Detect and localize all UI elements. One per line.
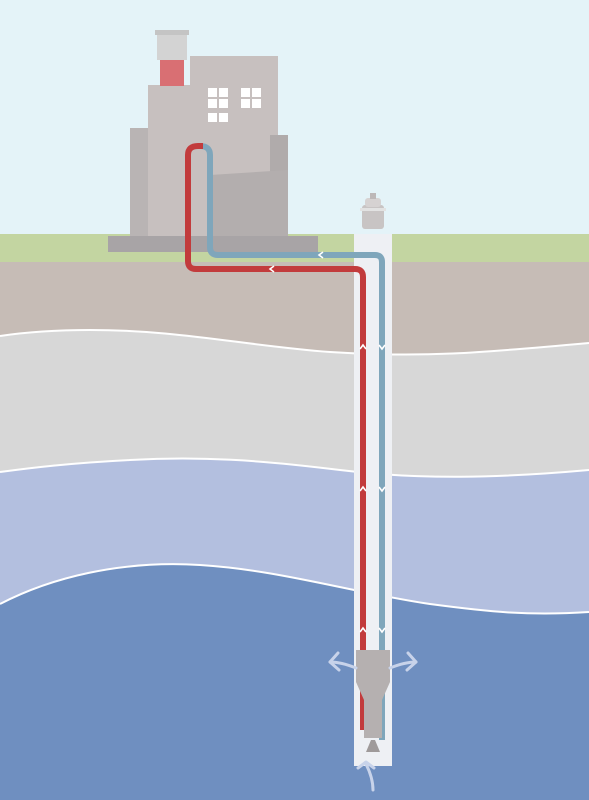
chimney-top bbox=[157, 32, 187, 60]
flow-arrow-up-icon bbox=[364, 762, 375, 792]
window bbox=[208, 99, 217, 108]
well-head-cap bbox=[365, 198, 381, 207]
clay-layer bbox=[0, 330, 589, 477]
building bbox=[108, 30, 318, 252]
chevron-left-icon bbox=[268, 265, 275, 273]
chimney-cap bbox=[155, 30, 189, 35]
building-shadow bbox=[210, 170, 288, 236]
aquifer-upper-layer bbox=[0, 458, 589, 614]
chevron-up-icon bbox=[359, 626, 367, 633]
window bbox=[241, 88, 250, 97]
flow-arrow-up-head-icon bbox=[356, 760, 376, 770]
window bbox=[208, 113, 217, 122]
chevron-down-icon bbox=[378, 344, 386, 351]
submersible-pump bbox=[356, 650, 390, 752]
well-head bbox=[360, 193, 386, 229]
groundwater-flow-arrows bbox=[328, 651, 418, 792]
pipe-flow-chevrons bbox=[268, 251, 386, 634]
chevron-down-icon bbox=[378, 486, 386, 493]
well-head-stem bbox=[370, 193, 376, 199]
window bbox=[252, 99, 261, 108]
return-pipe bbox=[199, 143, 385, 740]
window bbox=[241, 99, 250, 108]
boundary-line-1 bbox=[0, 328, 589, 356]
chevron-left-icon bbox=[317, 251, 324, 259]
pump-body bbox=[356, 650, 390, 738]
supply-pipe bbox=[185, 143, 366, 730]
flow-arrow-right-head-icon bbox=[405, 651, 418, 672]
boundary-line-3 bbox=[0, 563, 589, 615]
boundary-line-2 bbox=[0, 457, 589, 478]
window bbox=[219, 113, 228, 122]
window bbox=[219, 99, 228, 108]
chevron-up-icon bbox=[359, 485, 367, 492]
window bbox=[219, 88, 228, 97]
aquifer-lower-layer bbox=[0, 564, 589, 800]
chevron-down-icon bbox=[378, 627, 386, 634]
flow-arrow-left-head-icon bbox=[328, 651, 341, 672]
window bbox=[252, 88, 261, 97]
sky bbox=[0, 0, 589, 260]
pump-intake bbox=[366, 740, 380, 752]
chevron-up-icon bbox=[359, 343, 367, 350]
chimney-red bbox=[160, 60, 184, 86]
well-head-top-plate bbox=[360, 208, 386, 211]
window bbox=[208, 88, 217, 97]
building-windows bbox=[208, 88, 261, 122]
